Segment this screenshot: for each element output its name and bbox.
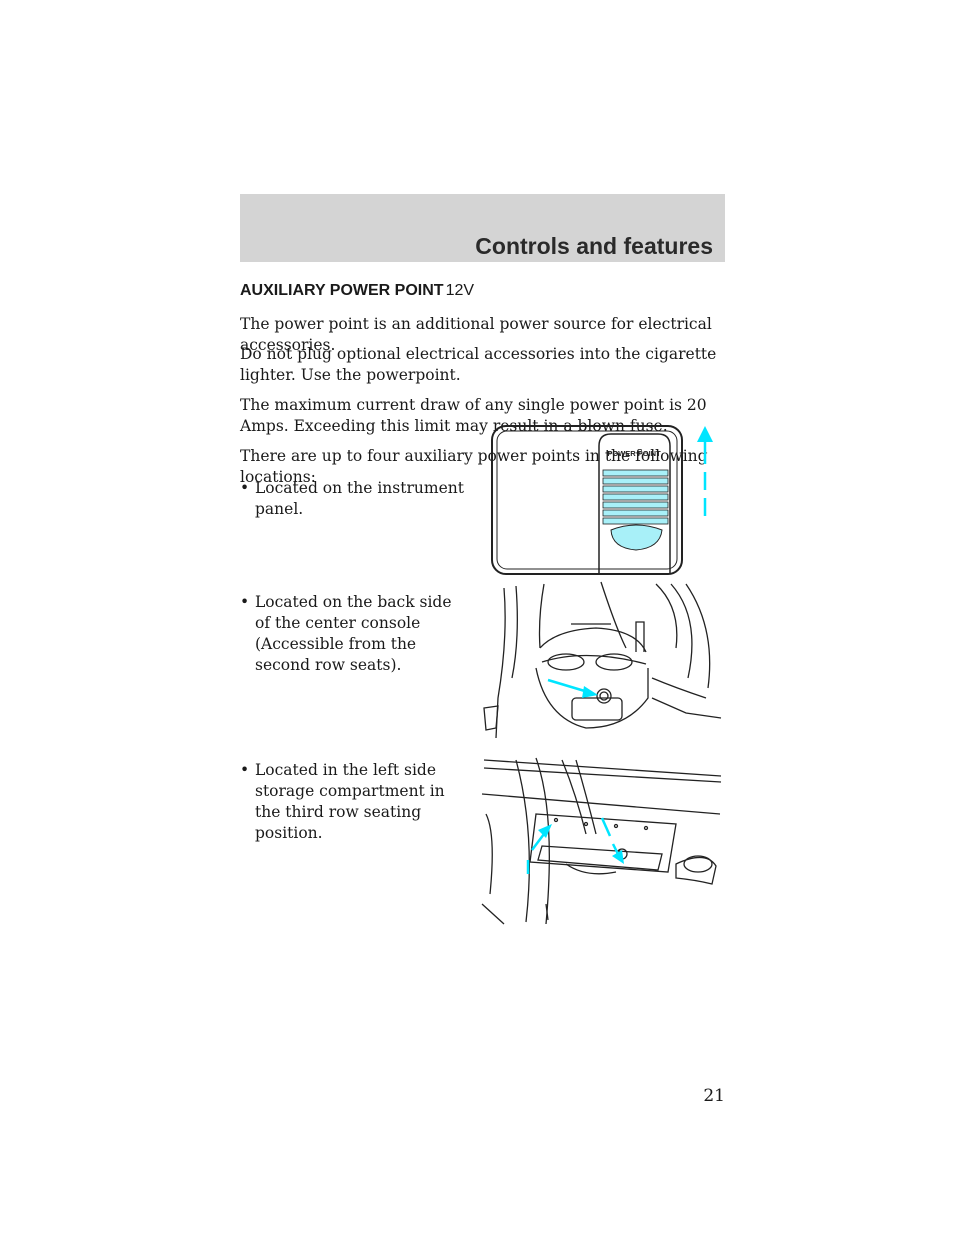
arrow-up-icon: [697, 426, 713, 516]
arrow-icon: [547, 678, 598, 698]
paragraph-2: Do not plug optional electrical accessor…: [240, 345, 717, 384]
section-heading-text: AUXILIARY POWER POINT: [240, 282, 444, 299]
bullet-text: Located in the left side storage compart…: [255, 761, 445, 842]
header-band: Controls and features: [240, 194, 725, 262]
header-title: Controls and features: [475, 233, 713, 259]
bullet-item-2: • Located on the back side of the center…: [240, 592, 470, 676]
bullet-dot: •: [240, 479, 250, 497]
bullet-item-1: • Located on the instrument panel.: [240, 478, 470, 520]
bullet-dot: •: [240, 593, 250, 611]
paragraph-1: The power point is an additional power s…: [240, 315, 712, 354]
center-console-illustration: [476, 578, 726, 748]
storage-compartment-illustration: [476, 754, 726, 926]
bullet-text: Located on the back side of the center c…: [255, 593, 452, 674]
bullet-dot: •: [240, 761, 250, 779]
page-number: 21: [703, 1086, 725, 1106]
bullet-text: Located on the instrument panel.: [255, 479, 464, 518]
power-point-label: POWER POINT: [607, 449, 661, 458]
bullet-item-3: • Located in the left side storage compa…: [240, 760, 470, 844]
section-heading-unit: 12V: [445, 282, 475, 299]
paragraph-4: There are up to four auxiliary power poi…: [240, 447, 708, 486]
arrow-icon: [526, 817, 624, 874]
instrument-panel-illustration: POWER POINT: [486, 420, 726, 580]
